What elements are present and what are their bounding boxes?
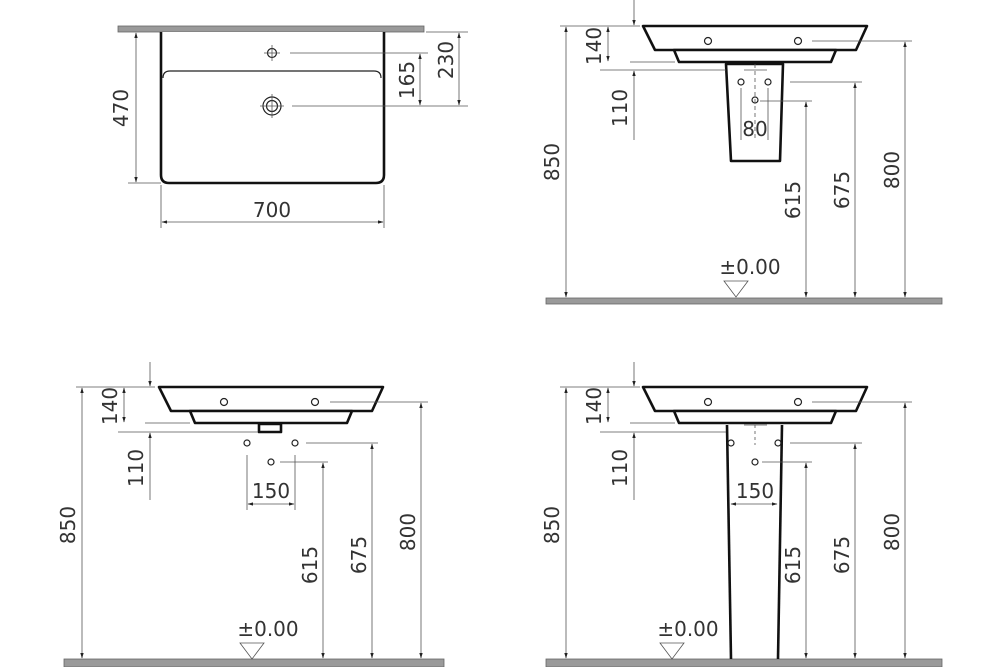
svg-text:±0.00: ±0.00 <box>237 617 298 641</box>
svg-text:850: 850 <box>56 506 80 544</box>
basin-rim <box>641 385 869 413</box>
svg-text:615: 615 <box>298 546 322 584</box>
svg-text:615: 615 <box>781 181 805 219</box>
svg-text:800: 800 <box>880 513 904 551</box>
dim-pedestal-width: 80 <box>742 117 767 141</box>
svg-text:140: 140 <box>582 387 606 425</box>
svg-text:±0.00: ±0.00 <box>657 617 718 641</box>
front-wall-hung-view: 150 850 140 110 615 675 800 ±0.00 <box>56 362 445 667</box>
half-pedestal <box>724 62 785 163</box>
svg-text:615: 615 <box>781 546 805 584</box>
svg-text:140: 140 <box>582 27 606 65</box>
svg-text:150: 150 <box>736 479 774 503</box>
svg-text:110: 110 <box>124 449 148 487</box>
top-view: 470 700 165 230 <box>109 25 468 228</box>
bowl-edge <box>162 70 382 79</box>
waste-outlet <box>257 422 283 434</box>
dim-tap-to-drain: 165 <box>395 61 419 99</box>
dim-supply-spacing: 150 <box>252 479 290 503</box>
svg-text:850: 850 <box>540 143 564 181</box>
basin-rim <box>157 385 385 413</box>
dim-tap-to-wall: 230 <box>434 41 458 79</box>
svg-text:850: 850 <box>540 506 564 544</box>
basin-rim <box>641 24 869 52</box>
floor-level-icon <box>659 642 685 660</box>
svg-text:675: 675 <box>347 536 371 574</box>
bowl <box>672 409 838 425</box>
dim-depth: 470 <box>109 89 133 127</box>
svg-text:800: 800 <box>396 513 420 551</box>
floor-level-icon <box>723 280 749 298</box>
floor-level-icon <box>239 642 265 660</box>
pedestal-right-edge <box>776 424 784 660</box>
dim-width: 700 <box>253 198 291 222</box>
wall-hatch <box>117 25 425 33</box>
basin-outline <box>159 32 386 185</box>
front-full-pedestal-view: 150 850 140 110 615 675 800 ±0.00 <box>540 362 943 667</box>
bowl <box>188 409 354 425</box>
front-half-pedestal-view: 80 850 140 110 615 675 800 ±0.00 <box>540 0 943 305</box>
svg-text:800: 800 <box>880 151 904 189</box>
floor-level: ±0.00 <box>719 255 780 279</box>
svg-text:675: 675 <box>830 536 854 574</box>
svg-text:140: 140 <box>98 387 122 425</box>
bowl <box>672 48 838 64</box>
svg-text:110: 110 <box>608 449 632 487</box>
svg-text:675: 675 <box>830 171 854 209</box>
pedestal-left-edge <box>725 424 733 660</box>
svg-text:110: 110 <box>608 89 632 127</box>
